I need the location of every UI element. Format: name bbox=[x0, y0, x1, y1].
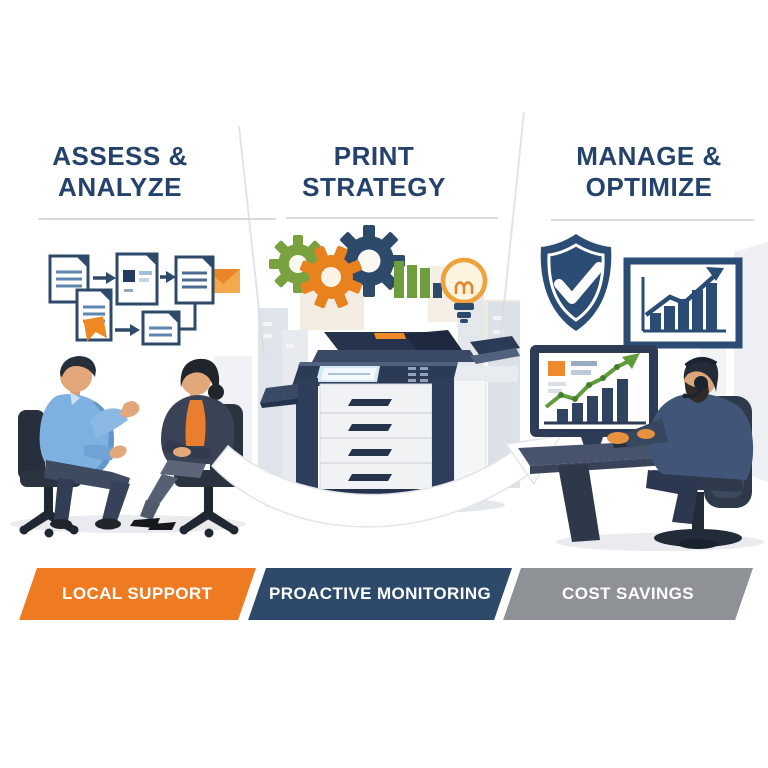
consultation-scene bbox=[10, 356, 246, 538]
growth-chart-frame-icon bbox=[623, 257, 743, 349]
banner-label: PROACTIVE MONITORING bbox=[269, 584, 492, 603]
document-icon bbox=[48, 254, 90, 304]
title-line: STRATEGY bbox=[302, 172, 446, 202]
document-icon bbox=[141, 310, 181, 346]
banner-label: COST SAVINGS bbox=[562, 584, 695, 603]
title-line: PRINT bbox=[333, 141, 415, 171]
title-line: OPTIMIZE bbox=[585, 172, 713, 202]
monitoring-scene bbox=[518, 345, 764, 551]
gear-icon-orange bbox=[299, 245, 363, 309]
banner-segment-local-support: LOCAL SUPPORT bbox=[19, 568, 256, 620]
title-line: MANAGE & bbox=[576, 141, 722, 171]
person-client bbox=[130, 358, 235, 530]
column-divider-left bbox=[238, 125, 265, 357]
mini-bar-chart-icon bbox=[394, 261, 442, 298]
document-icon bbox=[115, 252, 159, 306]
headset-icon bbox=[682, 357, 718, 399]
column-divider-right bbox=[497, 111, 525, 363]
flow-arrow-icon bbox=[115, 324, 140, 336]
person-consultant bbox=[39, 356, 140, 530]
person-technician bbox=[607, 357, 754, 524]
flow-arrow-icon bbox=[93, 272, 116, 284]
flow-connector-line bbox=[179, 304, 197, 331]
document-icon bbox=[174, 255, 215, 305]
column-title-print-strategy: PRINT STRATEGY bbox=[274, 141, 474, 203]
banner-segment-proactive-monitoring: PROACTIVE MONITORING bbox=[248, 568, 512, 620]
title-line: ANALYZE bbox=[58, 172, 182, 202]
banner-label: LOCAL SUPPORT bbox=[62, 584, 213, 603]
column-title-assess-analyze: ASSESS & ANALYZE bbox=[20, 141, 220, 203]
shield-check-icon bbox=[540, 234, 612, 331]
bookmark-ribbon-icon bbox=[83, 316, 107, 342]
banner-segment-cost-savings: COST SAVINGS bbox=[503, 568, 753, 620]
lightbulb-icon bbox=[440, 257, 488, 323]
column-dividers bbox=[238, 111, 525, 363]
flow-arrow-icon bbox=[160, 271, 176, 283]
monitor-dashboard-icon bbox=[530, 345, 658, 455]
document-flow-icon bbox=[48, 252, 240, 346]
heading-underlines bbox=[38, 217, 754, 221]
column-title-manage-optimize: MANAGE & OPTIMIZE bbox=[546, 141, 752, 203]
document-icon bbox=[75, 288, 113, 342]
office-chair bbox=[18, 410, 82, 538]
title-line: ASSESS & bbox=[52, 141, 188, 171]
